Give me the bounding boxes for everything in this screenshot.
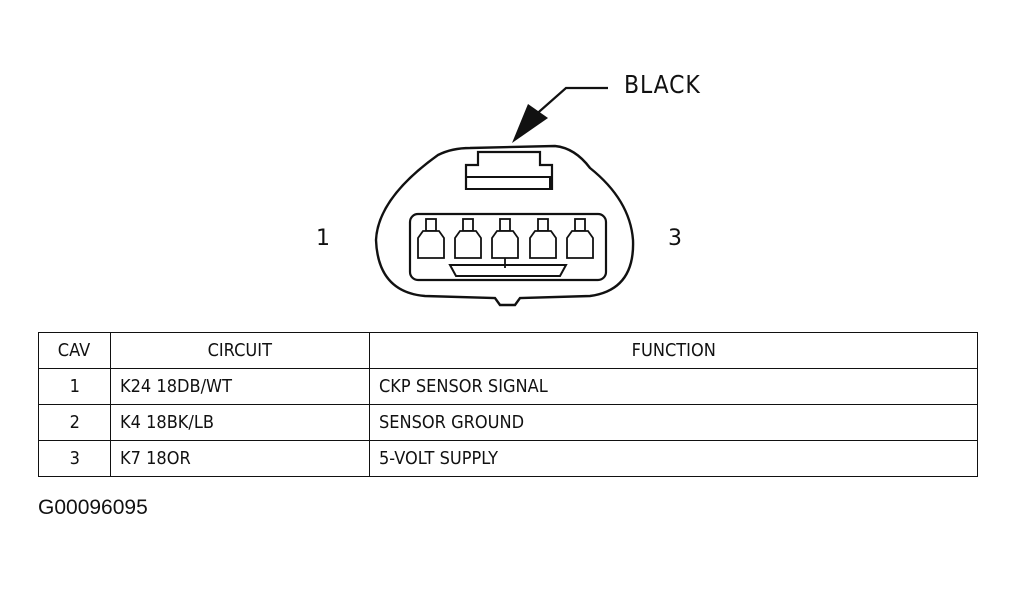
pin-number-right: 3 (668, 226, 682, 251)
circuit-value: K4 18BK/LB (119, 412, 214, 433)
column-header-cav: CAV (38, 332, 111, 369)
terminal-pins (417, 218, 594, 268)
pinout-table: CAV CIRCUIT FUNCTION 1 K24 18DB/WT CKP S… (38, 332, 979, 477)
connector-lock-tab (464, 150, 554, 190)
cav-cell: 1 (38, 368, 111, 405)
terminal-pin (529, 218, 557, 259)
column-header-cav-text: CAV (58, 340, 91, 361)
terminal-pin (491, 218, 519, 268)
pin-number-left: 1 (316, 226, 330, 251)
connector-color-label: BLACK (624, 70, 701, 99)
function-value: SENSOR GROUND (378, 412, 524, 433)
function-cell: CKP SENSOR SIGNAL (368, 368, 979, 405)
function-value: CKP SENSOR SIGNAL (378, 376, 548, 397)
column-header-circuit-text: CIRCUIT (207, 340, 273, 361)
column-header-function-text: FUNCTION (631, 340, 716, 361)
function-cell: SENSOR GROUND (368, 404, 979, 441)
function-cell: 5-VOLT SUPPLY (368, 440, 979, 477)
function-value: 5-VOLT SUPPLY (378, 448, 498, 469)
cav-value: 3 (69, 448, 80, 469)
column-header-function: FUNCTION (368, 332, 979, 369)
cav-value: 2 (69, 412, 80, 433)
cav-value: 1 (69, 376, 80, 397)
circuit-cell: K7 18OR (109, 440, 370, 477)
circuit-cell: K24 18DB/WT (109, 368, 370, 405)
table-header-row: CAV CIRCUIT FUNCTION (38, 332, 979, 369)
cav-cell: 3 (38, 440, 111, 477)
cav-cell: 2 (38, 404, 111, 441)
circuit-value: K24 18DB/WT (119, 376, 232, 397)
table-row: 3 K7 18OR 5-VOLT SUPPLY (38, 440, 979, 477)
figure-id: G00096095 (38, 496, 148, 519)
connector-diagram (374, 86, 635, 307)
circuit-value: K7 18OR (119, 448, 191, 469)
color-leader-arrow (512, 86, 608, 143)
terminal-pin (566, 218, 594, 259)
column-header-circuit: CIRCUIT (109, 332, 370, 369)
circuit-cell: K4 18BK/LB (109, 404, 370, 441)
terminal-pin (417, 218, 445, 259)
connector-key (448, 264, 568, 277)
table-row: 1 K24 18DB/WT CKP SENSOR SIGNAL (38, 368, 979, 405)
table-row: 2 K4 18BK/LB SENSOR GROUND (38, 404, 979, 441)
terminal-pin (454, 218, 482, 259)
